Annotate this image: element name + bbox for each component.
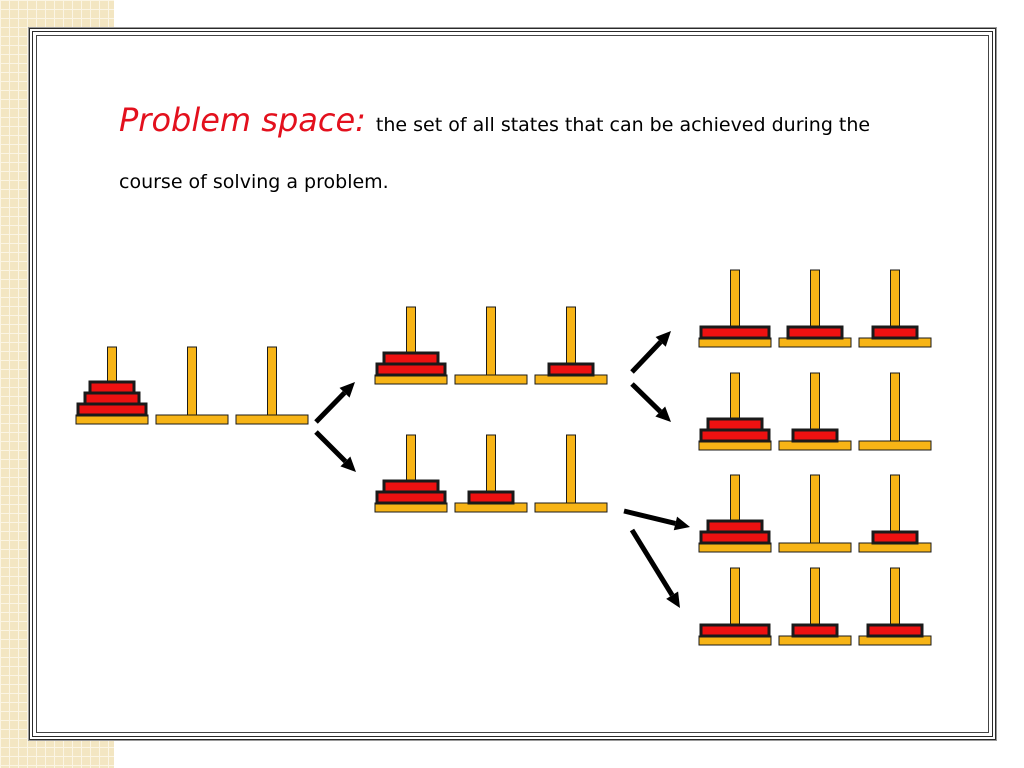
hanoi-disk-large (375, 362, 447, 377)
hanoi-disk-small (791, 623, 839, 638)
transition-arrow-line (629, 528, 675, 597)
hanoi-peg-base (858, 440, 932, 451)
hanoi-state (698, 474, 932, 553)
transition-arrow-head (655, 331, 671, 347)
hanoi-peg-base (454, 374, 528, 385)
hanoi-disk-small (791, 428, 839, 443)
hanoi-state (374, 434, 608, 513)
hanoi-peg-base (778, 542, 852, 553)
hanoi-peg-post (187, 346, 197, 416)
transition-arrow-line (314, 430, 348, 464)
hanoi-disk-small (871, 530, 919, 545)
slide-heading: Problem space:the set of all states that… (119, 92, 919, 211)
hanoi-disk-medium (83, 391, 141, 406)
hanoi-peg-base (534, 502, 608, 513)
hanoi-disk-large (699, 530, 771, 545)
transition-arrow-line (314, 390, 347, 424)
transition-arrow-head (339, 382, 355, 398)
hanoi-peg-post (890, 372, 900, 442)
transition-arrow-line (630, 382, 663, 414)
transition-arrow-head (673, 516, 690, 531)
hanoi-state (75, 346, 309, 425)
transition-arrow-head (655, 406, 671, 422)
hanoi-disk-medium (382, 479, 440, 494)
hanoi-disk-large (699, 623, 771, 638)
hanoi-disk-medium (786, 325, 844, 340)
hanoi-peg-post (486, 306, 496, 376)
hanoi-disk-large (375, 490, 447, 505)
hanoi-state (374, 306, 608, 385)
hanoi-state (698, 567, 932, 646)
transition-arrow-line (630, 340, 663, 374)
hanoi-disk-medium (706, 417, 764, 432)
transition-arrow-head (340, 456, 356, 472)
hanoi-disk-small (88, 380, 136, 395)
hanoi-state (698, 269, 932, 348)
heading-term: Problem space: (119, 101, 366, 139)
hanoi-state (698, 372, 932, 451)
hanoi-disk-medium (706, 519, 764, 534)
hanoi-peg-base (155, 414, 229, 425)
transition-arrow-line (623, 508, 677, 526)
hanoi-disk-small (871, 325, 919, 340)
hanoi-peg-post (810, 474, 820, 544)
hanoi-disk-medium (866, 623, 924, 638)
hanoi-disk-medium (382, 351, 440, 366)
hanoi-peg-base (235, 414, 309, 425)
hanoi-peg-post (267, 346, 277, 416)
hanoi-peg-post (566, 434, 576, 504)
hanoi-disk-small (547, 362, 595, 377)
hanoi-disk-large (699, 325, 771, 340)
hanoi-disk-large (699, 428, 771, 443)
heading-definition: the set of all states that can be achiev… (119, 114, 871, 193)
transition-arrow-head (666, 591, 680, 608)
hanoi-disk-small (467, 490, 515, 505)
hanoi-disk-large (76, 402, 148, 417)
